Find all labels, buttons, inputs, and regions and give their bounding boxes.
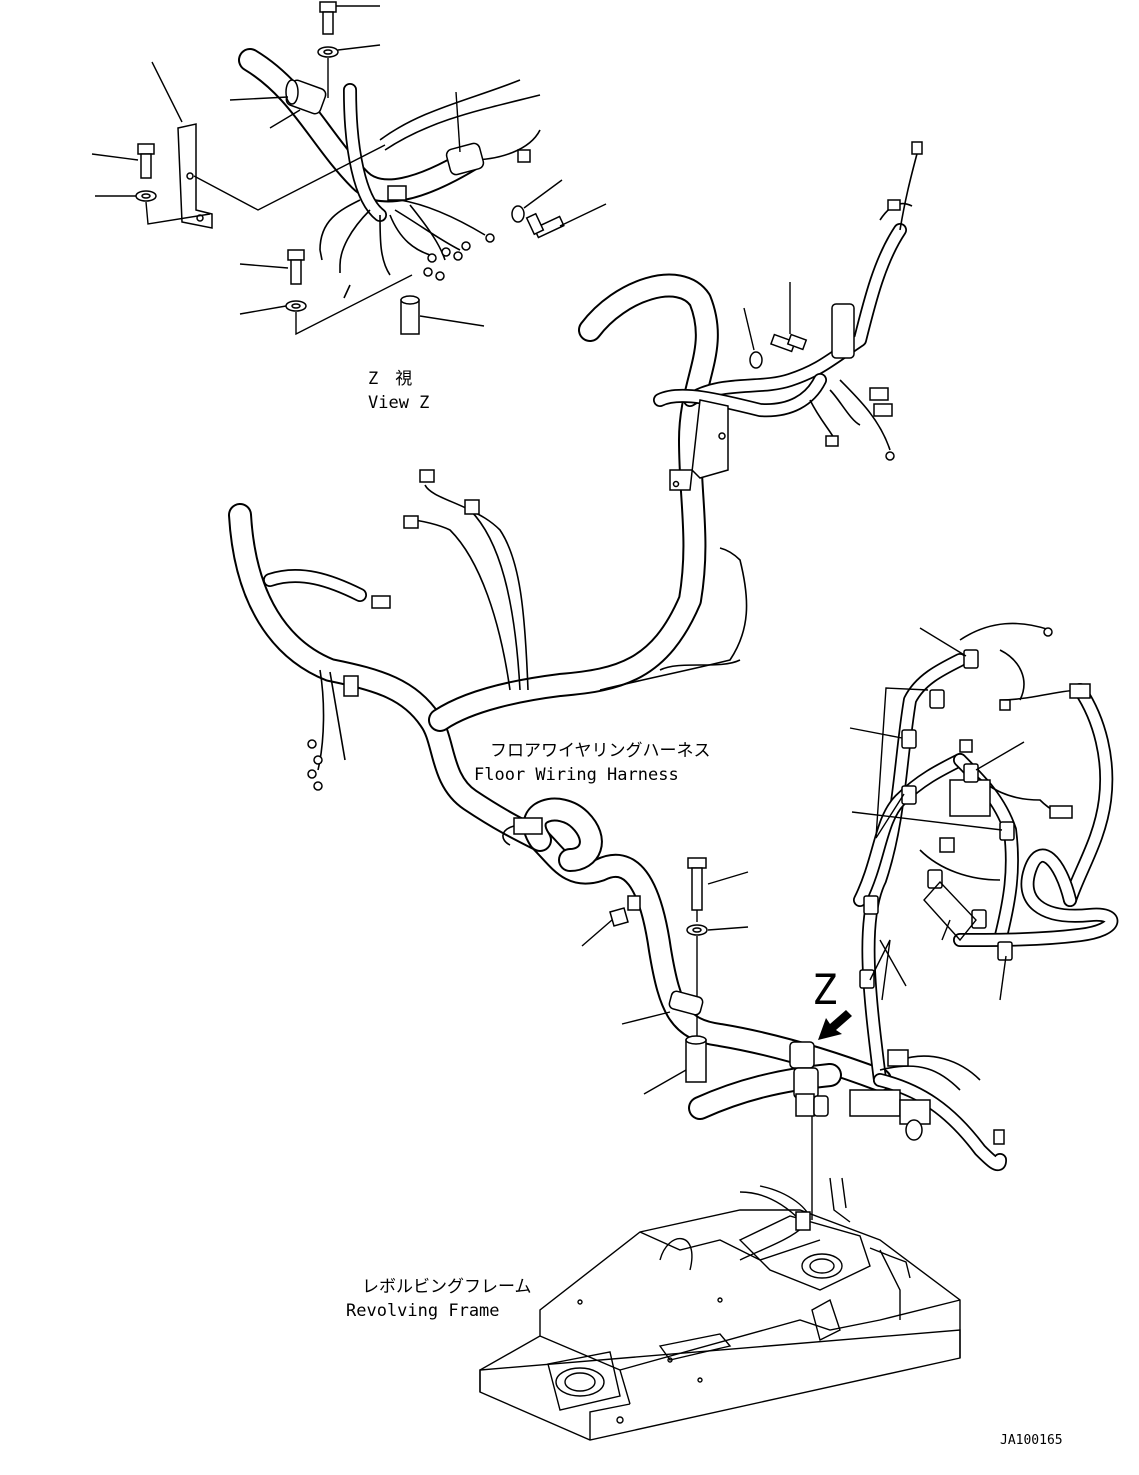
- bolt-right: [525, 203, 607, 239]
- spacer: [400, 295, 485, 335]
- view-arrow-z: Z: [812, 965, 852, 1040]
- floor-wiring-harness: Z フロアワイヤリングハーネス Floor Wiring Harness: [228, 141, 1119, 1220]
- frame-label-jp: レボルビングフレーム: [362, 1277, 532, 1297]
- bracket: [151, 61, 386, 229]
- drawing-id: JA100165: [1000, 1433, 1063, 1448]
- connector: [939, 837, 955, 853]
- harness-label-en: Floor Wiring Harness: [474, 765, 679, 785]
- connector: [873, 403, 893, 417]
- washer-lower-center: [686, 924, 749, 1038]
- spacer-lower: [643, 1035, 707, 1095]
- clip-left: [581, 895, 641, 947]
- view-z-detail: Z 視 View Z: [91, 1, 607, 413]
- connector: [419, 469, 435, 483]
- connector: [887, 199, 901, 211]
- view-z-label-jp: Z 視: [368, 369, 412, 389]
- washer-lower: [239, 274, 413, 336]
- connector: [1069, 683, 1091, 699]
- clamp: [795, 1211, 811, 1231]
- connector: [1049, 805, 1073, 819]
- bolt-upper-right: [769, 282, 808, 353]
- bolt-lower-center: [687, 857, 749, 922]
- connector: [887, 1049, 909, 1067]
- clamp-right: [445, 91, 485, 176]
- connector-block: [949, 779, 991, 817]
- frame-label-en: Revolving Frame: [346, 1301, 500, 1321]
- connector: [517, 149, 531, 163]
- connector: [387, 185, 407, 201]
- connector: [403, 515, 419, 529]
- harness-label-jp: フロアワイヤリングハーネス: [490, 741, 711, 761]
- bolt-left: [91, 143, 155, 179]
- view-marker-letter: Z: [812, 965, 837, 1014]
- connector-block: [849, 1089, 901, 1117]
- connector: [371, 595, 391, 609]
- washer-top: [317, 44, 381, 98]
- washer-left: [95, 190, 211, 225]
- clamp-trunk: [621, 990, 704, 1025]
- connector: [513, 817, 543, 835]
- clamp-upper: [229, 79, 327, 129]
- leader-lines-right: [849, 627, 1025, 1001]
- clamp-assembly-center: [789, 1041, 829, 1220]
- connector: [959, 739, 973, 753]
- connector: [464, 499, 480, 515]
- washer-upper-right: [743, 307, 763, 369]
- bolt-top: [319, 1, 380, 35]
- view-z-label-en: View Z: [368, 393, 429, 413]
- connector: [343, 675, 359, 697]
- revolving-frame: レボルビングフレーム Revolving Frame: [346, 1177, 961, 1441]
- harness-bracket-upper: [669, 399, 729, 491]
- bolt-lower: [239, 249, 305, 285]
- connector: [831, 303, 855, 359]
- connector: [825, 435, 839, 447]
- connector: [869, 387, 889, 401]
- connector: [905, 1119, 923, 1141]
- connector: [999, 699, 1011, 711]
- washer-right: [511, 179, 563, 223]
- ring-terminal: [885, 451, 895, 461]
- ring-terminals: [319, 233, 495, 299]
- connector: [911, 141, 923, 155]
- connector: [993, 1129, 1005, 1145]
